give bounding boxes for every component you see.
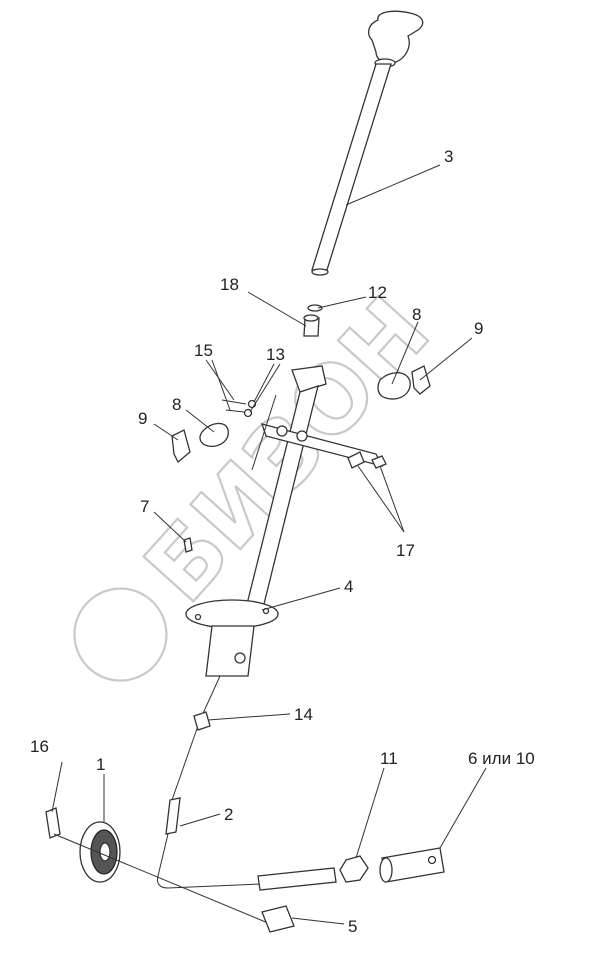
callout-9-left: 9 (138, 409, 147, 428)
leader-8-right (391, 321, 419, 385)
part-15-pin-1 (221, 399, 247, 405)
cable-sheath-end (257, 867, 337, 891)
callout-4: 4 (344, 577, 353, 596)
callout-2: 2 (224, 805, 233, 824)
leader-4 (261, 587, 341, 611)
leader-7 (153, 511, 187, 543)
sleeve-bolt-hole (234, 652, 246, 664)
leader-13-b (249, 363, 281, 413)
part-9-clip-right (411, 365, 431, 395)
clevis-hole (427, 855, 437, 865)
handle-shaft (311, 63, 392, 271)
flange-sleeve (205, 625, 255, 677)
callout-3: 3 (444, 147, 453, 166)
flange-plate (185, 599, 279, 629)
leader-17-a (357, 465, 405, 533)
callout-5: 5 (348, 917, 357, 936)
leader-17-b (379, 465, 405, 533)
callout-8-left: 8 (172, 395, 181, 414)
lever-bracket-assembly (243, 365, 384, 617)
leader-lines (51, 164, 487, 925)
callout-9-right: 9 (474, 319, 483, 338)
leader-9-left (153, 423, 179, 441)
part-15-pin-2 (225, 409, 245, 413)
leader-14 (207, 713, 291, 721)
control-cable-upper (171, 675, 221, 801)
leader-13-a (253, 363, 275, 403)
pulley-hub (99, 842, 111, 862)
part-17-pin-2 (371, 455, 387, 469)
part-13-washer-2 (243, 408, 253, 418)
part-8-cam-left (199, 422, 229, 447)
callout-labels: 3 18 12 8 9 15 13 8 9 7 17 4 14 16 1 11 … (30, 147, 535, 936)
leader-18 (247, 291, 307, 327)
callout-1: 1 (96, 755, 105, 774)
part-8-cam-right (377, 372, 411, 400)
callout-18: 18 (220, 275, 239, 294)
leader-2 (179, 813, 221, 827)
clevis-end (379, 857, 393, 883)
part-18-bushing-top (303, 314, 319, 322)
leader-15-a (205, 359, 235, 401)
part-1-pulley (79, 821, 121, 883)
axle-hole-right (296, 430, 308, 442)
handle-knob (367, 10, 424, 64)
bracket-side-rod (251, 394, 277, 471)
part-2-cable-end (165, 797, 181, 835)
part-9-clip-left (171, 429, 191, 464)
watermark-circle-mark (73, 587, 168, 682)
callout-7: 7 (140, 497, 149, 516)
leader-16 (51, 761, 63, 813)
part-12-washer (307, 304, 323, 312)
leader-6-or-10 (439, 767, 487, 849)
leader-9-right (419, 337, 473, 381)
callout-17: 17 (396, 541, 415, 560)
leader-3 (345, 164, 441, 206)
callout-15: 15 (194, 341, 213, 360)
callout-13: 13 (266, 345, 285, 364)
flange-hole-1 (194, 613, 202, 621)
cable-bend (157, 833, 261, 889)
callout-8-right: 8 (412, 305, 421, 324)
leader-8-left (185, 409, 215, 433)
handle-shaft-end (311, 268, 329, 276)
part-3-handle-rod (311, 10, 424, 276)
leader-12 (317, 296, 367, 309)
part-17-pin-1 (347, 451, 365, 469)
part-4-base-flange (185, 599, 279, 677)
part-5-end-cap (261, 905, 295, 933)
part-7-pin (183, 537, 193, 553)
leader-5 (291, 917, 345, 925)
leader-15-b (211, 359, 231, 411)
part-16-split-pin (45, 807, 61, 839)
pulley-axle-line (53, 833, 281, 929)
leader-11 (355, 767, 385, 859)
callout-14: 14 (294, 705, 313, 724)
callout-12: 12 (368, 283, 387, 302)
callout-16: 16 (30, 737, 49, 756)
axle-hole-left (276, 425, 288, 437)
part-11-nut (339, 855, 369, 883)
part-14-sleeve (193, 711, 211, 731)
callout-6-or-10: 6 или 10 (468, 749, 535, 768)
callout-11: 11 (380, 749, 398, 768)
